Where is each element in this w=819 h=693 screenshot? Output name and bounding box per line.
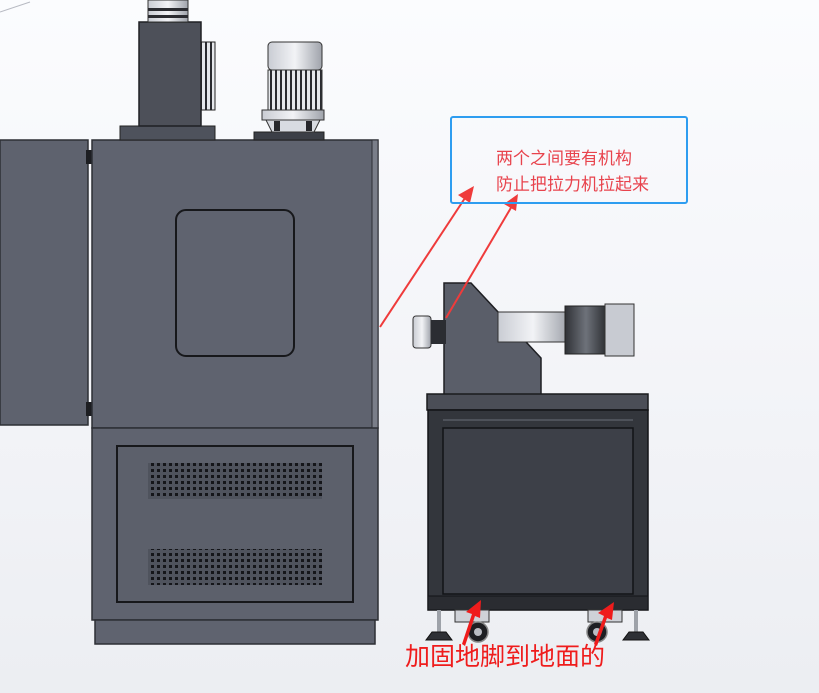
arrow-to-tester [445, 205, 513, 319]
leveling-foot-right [622, 610, 650, 641]
grip-head [412, 315, 432, 349]
vent-grille-upper [148, 463, 322, 499]
cabinet-panel [442, 427, 634, 595]
chamber-door [0, 139, 89, 426]
bottom-caption: 加固地脚到地面的 [405, 642, 606, 671]
arrowhead [458, 186, 474, 203]
vent-grille-lower [148, 549, 322, 585]
arrow-to-chamber [379, 197, 466, 328]
door-hinge [86, 150, 92, 164]
observation-window [175, 209, 295, 357]
motor-cap [267, 41, 323, 71]
arrow-to-right-foot [594, 602, 614, 646]
annotation-box: 两个之间要有机构 防止把拉力机拉起来 [450, 116, 688, 204]
chamber-side-strip [371, 139, 379, 429]
motor-fins [200, 41, 216, 111]
motor-plinth [119, 125, 216, 141]
actuator-end-cap [604, 303, 635, 357]
annotation-line-1: 两个之间要有机构 [496, 149, 632, 169]
motor-cooling-fins [267, 69, 323, 111]
motor-flange [261, 109, 325, 121]
door-hinge [86, 402, 92, 416]
annotation-arrows [379, 186, 614, 646]
test-chamber [0, 0, 379, 645]
annotation-line-2: 防止把拉力机拉起来 [496, 175, 649, 195]
cabinet-top [426, 393, 649, 411]
arrow-to-left-foot [462, 600, 481, 646]
actuator-rod [497, 311, 569, 343]
motor-base-plate [253, 131, 325, 141]
caster-left [454, 609, 490, 643]
tensile-tester [412, 282, 650, 643]
motor-housing [138, 21, 202, 127]
actuator-body [564, 305, 608, 355]
chamber-base [94, 619, 376, 645]
leveling-foot-left [425, 610, 453, 641]
